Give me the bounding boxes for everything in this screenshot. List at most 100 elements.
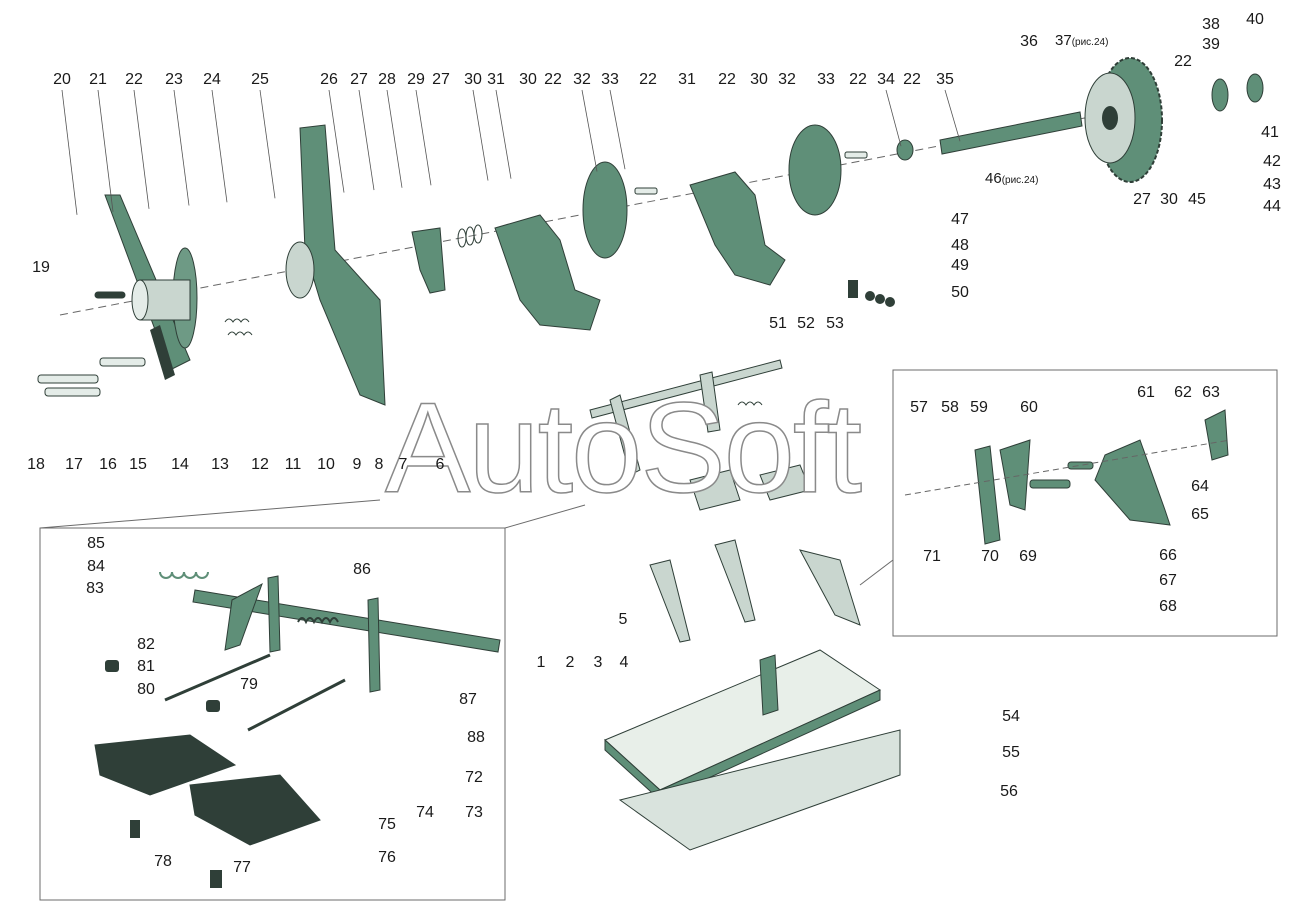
ref-37: 37(рис.24) — [1055, 32, 1108, 49]
callout-label-59: 59 — [970, 399, 988, 416]
center-forks — [609, 371, 811, 511]
callout-label-22-6: 22 — [903, 71, 921, 88]
callout-label-22-5: 22 — [849, 71, 867, 88]
callout-label-52: 52 — [797, 315, 815, 332]
ref-46-paren: (рис.24) — [1001, 175, 1039, 186]
callout-label-76: 76 — [378, 849, 396, 866]
callout-label-18: 18 — [27, 456, 45, 473]
callout-label-61: 61 — [1137, 384, 1155, 401]
callout-label-55: 55 — [1002, 744, 1020, 761]
callout-label-47: 47 — [951, 211, 969, 228]
callout-label-80: 80 — [137, 681, 155, 698]
callout-label-6: 6 — [435, 456, 445, 473]
leader-line-27 — [358, 89, 375, 191]
callout-label-20: 20 — [53, 71, 71, 88]
inset-frame-left — [39, 527, 506, 901]
callout-label-30-12: 30 — [1160, 191, 1178, 208]
part-cam-29 — [411, 227, 446, 294]
callout-label-11: 11 — [284, 456, 302, 473]
callout-label-68: 68 — [1159, 598, 1177, 615]
callout-label-31: 31 — [487, 71, 505, 88]
part-arms-inset — [224, 575, 381, 693]
leader-line-25 — [259, 89, 276, 199]
callout-label-85: 85 — [87, 535, 105, 552]
callout-label-56: 56 — [1000, 783, 1018, 800]
part-springs-10-11 — [224, 318, 253, 336]
part-forks-5 — [649, 539, 861, 643]
leader-line-28 — [386, 89, 403, 188]
callout-label-27: 27 — [350, 71, 368, 88]
part-plates-75 — [94, 734, 321, 846]
leader-line-24 — [211, 89, 228, 203]
callout-label-27-8: 27 — [432, 71, 450, 88]
callout-label-15: 15 — [129, 456, 147, 473]
upper-assembly-axis — [59, 114, 1101, 316]
part-bushing-34 — [896, 139, 914, 161]
inset-frame-right — [892, 369, 1278, 637]
part-rods-73-74 — [164, 653, 346, 732]
callout-label-39: 39 — [1202, 36, 1220, 53]
part-disc-32b — [788, 124, 842, 216]
callout-label-23: 23 — [165, 71, 183, 88]
leader-line-35 — [944, 89, 961, 142]
callout-label-70: 70 — [981, 548, 999, 565]
part-bracket-49-53 — [848, 280, 895, 307]
leader-line-22 — [133, 89, 150, 209]
leader-line-26 — [328, 89, 345, 193]
inset-connector-left — [39, 499, 586, 529]
leader-line-21 — [97, 89, 114, 212]
callout-label-45: 45 — [1188, 191, 1206, 208]
callout-label-10: 10 — [317, 456, 335, 473]
callout-label-29: 29 — [407, 71, 425, 88]
callout-label-54: 54 — [1002, 708, 1020, 725]
leader-line-31 — [495, 89, 512, 179]
center-spring — [737, 401, 763, 406]
callout-label-16: 16 — [99, 456, 117, 473]
part-pins-33 — [634, 151, 868, 195]
callout-label-22: 22 — [125, 71, 143, 88]
callout-label-34: 34 — [877, 71, 895, 88]
callout-label-7: 7 — [398, 456, 408, 473]
callout-label-30-10: 30 — [519, 71, 537, 88]
callout-label-1: 1 — [536, 654, 546, 671]
callout-label-65: 65 — [1191, 506, 1209, 523]
callout-label-4: 4 — [619, 654, 629, 671]
callout-label-57: 57 — [910, 399, 928, 416]
callout-label-50: 50 — [951, 284, 969, 301]
callout-label-17: 17 — [65, 456, 83, 473]
callout-label-67: 67 — [1159, 572, 1177, 589]
callout-label-41: 41 — [1261, 124, 1279, 141]
callout-label-33: 33 — [601, 71, 619, 88]
callout-label-81: 81 — [137, 658, 155, 675]
callout-label-3: 3 — [593, 654, 603, 671]
callout-label-32-14: 32 — [778, 71, 796, 88]
part-hub-21 — [104, 194, 198, 380]
part-inset-right — [974, 409, 1229, 545]
center-shaft — [589, 359, 783, 419]
leader-lines — [61, 89, 961, 215]
callout-label-51: 51 — [769, 315, 787, 332]
callout-label-13: 13 — [211, 456, 229, 473]
callout-label-62: 62 — [1174, 384, 1192, 401]
part-tray-4 — [604, 649, 901, 851]
callout-label-9: 9 — [352, 456, 362, 473]
part-bolts-16-18 — [37, 291, 146, 397]
callout-label-79: 79 — [240, 676, 258, 693]
callout-label-28: 28 — [378, 71, 396, 88]
callout-label-8: 8 — [374, 456, 384, 473]
callout-label-73: 73 — [465, 804, 483, 821]
callout-label-22-3: 22 — [639, 71, 657, 88]
part-lever-31b — [689, 171, 786, 286]
callout-label-2: 2 — [565, 654, 575, 671]
callout-label-36: 36 — [1020, 33, 1038, 50]
ref-46-num: 46 — [985, 170, 1002, 187]
part-shaft-35 — [939, 111, 1083, 155]
callout-label-43: 43 — [1263, 176, 1281, 193]
callout-label-26: 26 — [320, 71, 338, 88]
callout-label-30: 30 — [464, 71, 482, 88]
callout-label-25: 25 — [251, 71, 269, 88]
callout-label-77: 77 — [233, 859, 251, 876]
callout-label-21: 21 — [89, 71, 107, 88]
